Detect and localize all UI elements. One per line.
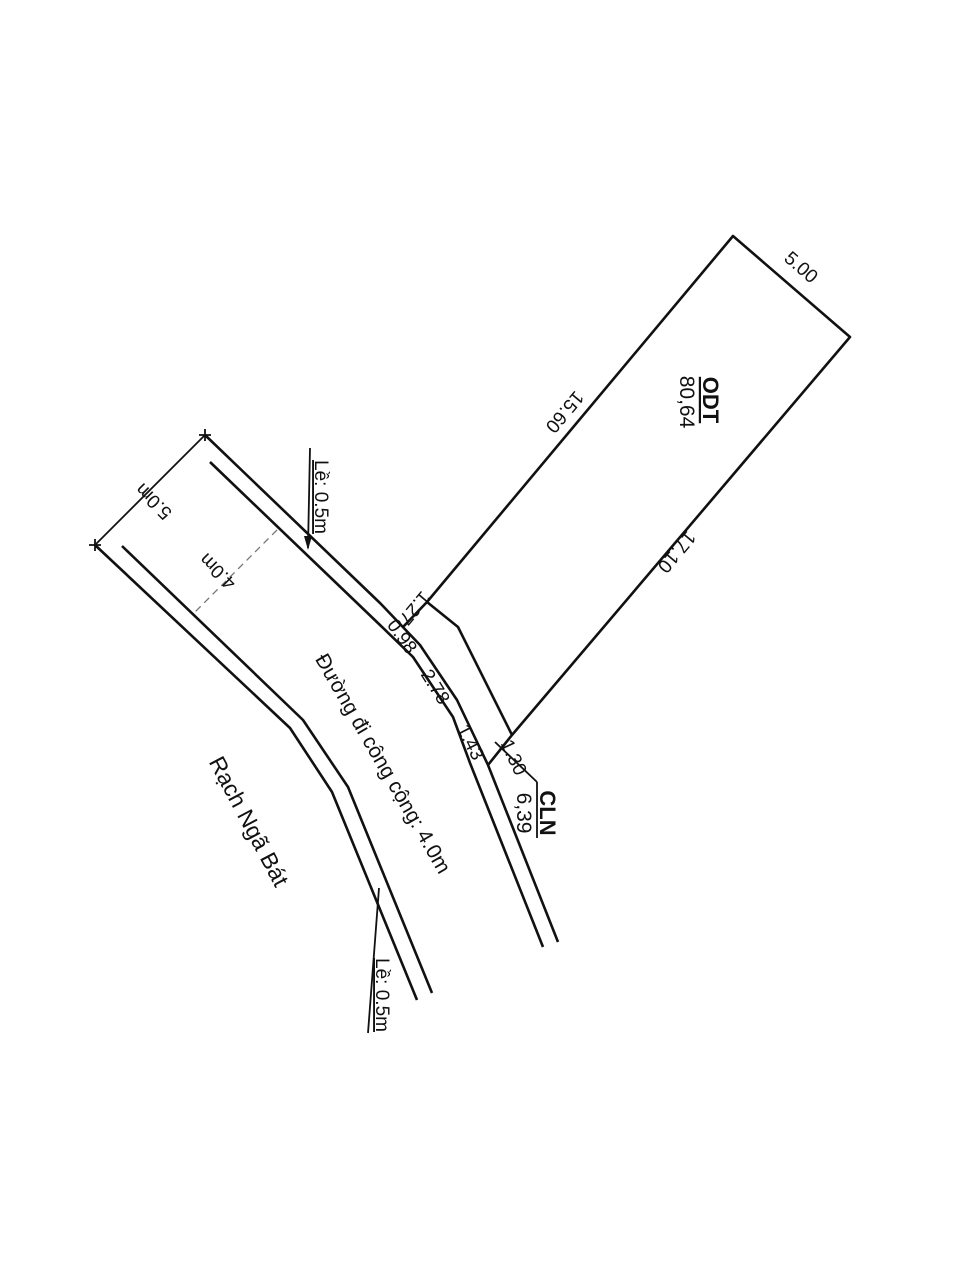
arrow-icon — [304, 536, 312, 550]
edge-front-right-label: 1.30 — [496, 736, 531, 778]
plot-front-right-edge — [486, 734, 514, 766]
edge-right-label: 17.10 — [653, 527, 700, 577]
plot-odt-boundary — [402, 234, 852, 737]
canal-label: Rạch Ngã Bát — [204, 752, 294, 891]
adjacent-area: 6,39 — [512, 793, 535, 834]
shoulder-bottom-leader — [367, 887, 380, 1034]
frontage-segment-2: 2.78 — [416, 666, 453, 708]
road-upper-outer-edge — [204, 434, 560, 943]
dimension-tick-icon — [89, 429, 211, 551]
road-lower-inner-edge — [121, 545, 434, 994]
plot-land-type: ODT — [698, 377, 723, 424]
shoulder-top-label: Lề: 0.5m — [310, 460, 331, 534]
adjacent-land-type: CLN — [535, 790, 560, 835]
shoulder-bottom-label: Lề: 0.5m — [371, 958, 392, 1032]
cln-leader-line — [494, 741, 538, 783]
frontage-segment-3: 1.43 — [452, 721, 488, 763]
road-width-dimension-line — [94, 434, 206, 546]
road-upper-inner-edge — [209, 461, 545, 948]
edge-left-label: 15.60 — [541, 387, 588, 437]
plot-area: 80,64 — [675, 376, 698, 429]
road-lower-outer-edge — [94, 544, 419, 1001]
carriageway-width-label: 4.0m — [196, 549, 241, 594]
carriageway-width-line — [194, 529, 278, 613]
shoulder-top-leader — [307, 447, 311, 549]
